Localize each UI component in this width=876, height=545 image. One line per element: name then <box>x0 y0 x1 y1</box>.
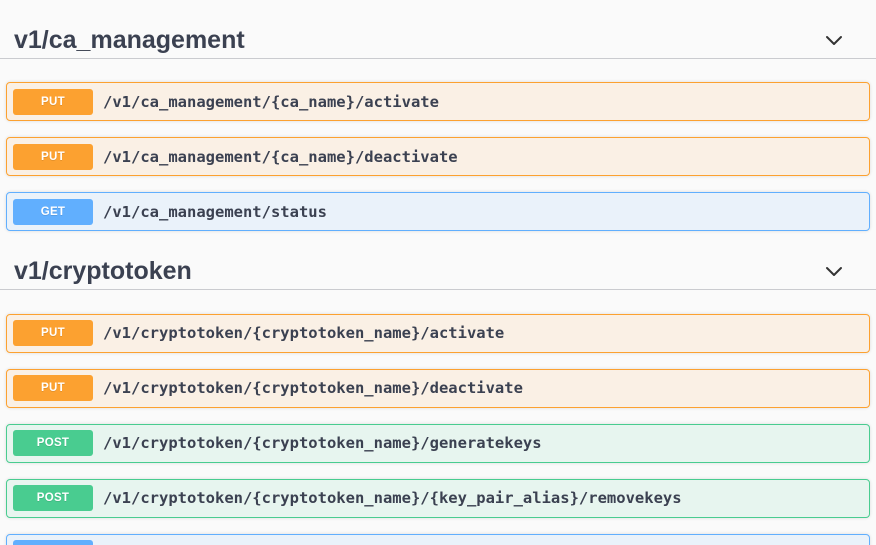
operations-list: PUT /v1/ca_management/{ca_name}/activate… <box>0 77 876 232</box>
section-header-v1-ca_management[interactable]: v1/ca_management <box>0 19 876 59</box>
section-title: v1/ca_management <box>14 25 245 54</box>
operation-path: /v1/cryptotoken/{cryptotoken_name}/activ… <box>103 324 505 343</box>
chevron-down-icon[interactable] <box>822 259 846 283</box>
operation-row[interactable]: PUT /v1/cryptotoken/{cryptotoken_name}/d… <box>6 368 870 408</box>
operation-row[interactable]: GET /v1/ca_management/status <box>6 192 870 232</box>
method-badge: PUT <box>13 88 93 115</box>
chevron-down-icon[interactable] <box>822 28 846 52</box>
operation-row[interactable]: POST /v1/cryptotoken/{cryptotoken_name}/… <box>6 423 870 463</box>
operation-path: /v1/cryptotoken/{cryptotoken_name}/gener… <box>103 434 542 453</box>
section-title: v1/cryptotoken <box>14 257 192 286</box>
method-badge: GET <box>13 540 93 545</box>
method-badge: PUT <box>13 143 93 170</box>
operation-path: /v1/ca_management/{ca_name}/deactivate <box>103 147 458 166</box>
operation-path: /v1/ca_management/status <box>103 202 327 221</box>
operation-row[interactable]: PUT /v1/cryptotoken/{cryptotoken_name}/a… <box>6 313 870 353</box>
operations-list: PUT /v1/cryptotoken/{cryptotoken_name}/a… <box>0 309 876 545</box>
method-badge: PUT <box>13 320 93 347</box>
operation-path: /v1/cryptotoken/{cryptotoken_name}/{key_… <box>103 489 682 508</box>
operation-row[interactable]: PUT /v1/ca_management/{ca_name}/deactiva… <box>6 137 870 177</box>
method-badge: GET <box>13 198 93 225</box>
method-badge: PUT <box>13 375 93 402</box>
section-header-v1-cryptotoken[interactable]: v1/cryptotoken <box>0 250 876 291</box>
api-tag-section: v1/cryptotoken PUT /v1/cryptotoken/{cryp… <box>0 250 876 545</box>
operation-path: /v1/ca_management/{ca_name}/activate <box>103 92 439 111</box>
operation-row[interactable]: GET /v1/cryptotoken/status <box>6 533 870 545</box>
method-badge: POST <box>13 430 93 457</box>
operation-row[interactable]: POST /v1/cryptotoken/{cryptotoken_name}/… <box>6 478 870 518</box>
method-badge: POST <box>13 485 93 512</box>
operation-row[interactable]: PUT /v1/ca_management/{ca_name}/activate <box>6 82 870 122</box>
api-tag-section: v1/ca_management PUT /v1/ca_management/{… <box>0 19 876 232</box>
operation-path: /v1/cryptotoken/{cryptotoken_name}/deact… <box>103 379 523 398</box>
api-documentation: v1/ca_management PUT /v1/ca_management/{… <box>0 18 876 545</box>
